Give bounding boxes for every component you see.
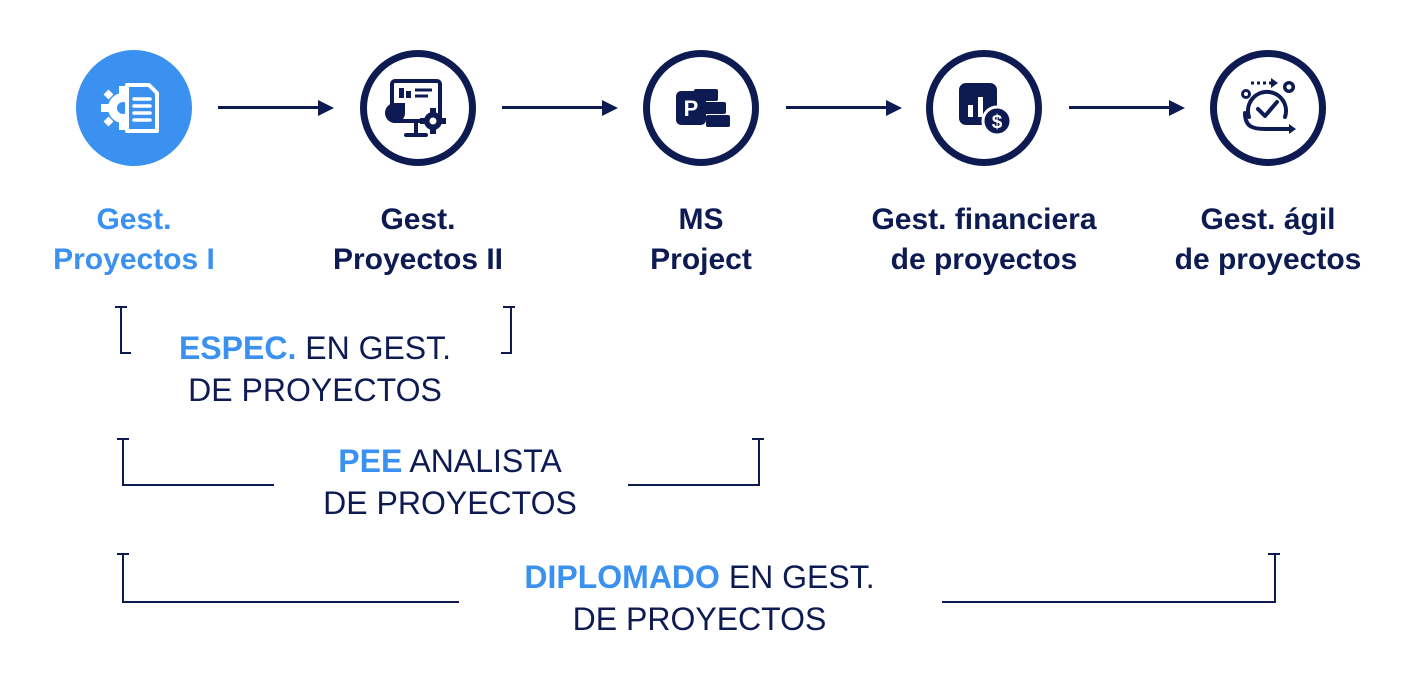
arrow-3-to-4 <box>786 100 902 116</box>
step-1-label: Gest. Proyectos I <box>53 200 215 280</box>
program-pee-title: ANALISTA <box>402 443 562 479</box>
step-5-label: Gest. ágil de proyectos <box>1175 200 1362 280</box>
espec-bracket-right <box>501 306 512 354</box>
pee-bracket-right-tick <box>752 438 764 440</box>
program-espec-highlight: ESPEC. <box>178 330 297 366</box>
step-gest-agil: Gest. ágil de proyectos <box>1138 50 1398 280</box>
step-5-label-line1: Gest. ágil <box>1200 203 1336 236</box>
ms-project-icon: P <box>676 89 730 127</box>
step-3-label: MS Project <box>650 200 752 280</box>
step-1-circle <box>76 50 192 166</box>
agile-cycle-gears-icon <box>1241 78 1296 134</box>
step-2-label: Gest. Proyectos II <box>333 200 503 280</box>
step-3-circle: P <box>643 50 759 166</box>
program-pee-highlight: PEE <box>338 443 403 479</box>
step-4-label-line1: Gest. financiera <box>871 203 1097 236</box>
step-4-label-line2: de proyectos <box>890 243 1078 276</box>
program-diplomado-title: EN GEST. <box>719 559 875 595</box>
program-diplomado: DIPLOMADO EN GEST. DE PROYECTOS <box>457 556 942 640</box>
step-5-label-line2: de proyectos <box>1174 243 1362 276</box>
espec-bracket-left <box>120 306 131 354</box>
step-2-label-line2: Proyectos II <box>332 243 504 276</box>
diplomado-bracket-left-tick <box>117 553 129 555</box>
step-5-circle <box>1210 50 1326 166</box>
diplomado-bracket-right-tick <box>1268 553 1280 555</box>
step-4-circle: $ <box>926 50 1042 166</box>
document-gear-icon <box>101 83 159 133</box>
program-espec: ESPEC. EN GEST. DE PROYECTOS <box>140 327 490 411</box>
step-2-label-line1: Gest. <box>380 203 456 236</box>
program-diplomado-line1: DIPLOMADO EN GEST. <box>457 556 942 598</box>
pee-bracket-left-tick <box>117 438 129 440</box>
program-pee-line2: DE PROYECTOS <box>323 485 577 521</box>
step-ms-project: P MS Project <box>571 50 831 280</box>
program-pee: PEE ANALISTA DE PROYECTOS <box>272 440 628 524</box>
program-espec-title: EN GEST. <box>296 330 452 366</box>
espec-bracket-left-tick <box>115 306 127 308</box>
pee-bracket-right <box>628 438 760 486</box>
diplomado-bracket-right <box>942 553 1276 603</box>
program-espec-line1: ESPEC. EN GEST. <box>140 327 490 369</box>
svg-text:$: $ <box>992 112 1003 133</box>
step-3-label-line2: Project <box>650 243 752 276</box>
arrow-1-to-2 <box>218 100 334 116</box>
step-1-label-line1: Gest. <box>96 203 172 236</box>
diplomado-bracket-left <box>122 553 459 603</box>
svg-text:P: P <box>684 96 699 121</box>
program-diplomado-highlight: DIPLOMADO <box>524 559 720 595</box>
step-3-label-line1: MS <box>678 203 724 236</box>
arrow-2-to-3 <box>502 100 618 116</box>
step-2-circle <box>360 50 476 166</box>
espec-bracket-right-tick <box>503 306 515 308</box>
presentation-board-gear-icon <box>385 79 446 137</box>
finance-chart-dollar-icon: $ <box>959 83 1013 137</box>
step-gest-proyectos-1: Gest. Proyectos I <box>4 50 264 280</box>
program-espec-line2: DE PROYECTOS <box>188 372 442 408</box>
step-gest-financiera: $ Gest. financiera de proyectos <box>854 50 1114 280</box>
arrow-4-to-5 <box>1069 100 1185 116</box>
step-1-label-line2: Proyectos I <box>53 243 215 276</box>
step-gest-proyectos-2: Gest. Proyectos II <box>288 50 548 280</box>
pee-bracket-left <box>122 438 274 486</box>
step-4-label: Gest. financiera de proyectos <box>871 200 1096 280</box>
program-diplomado-line2: DE PROYECTOS <box>572 601 827 637</box>
program-pee-line1: PEE ANALISTA <box>272 440 628 482</box>
